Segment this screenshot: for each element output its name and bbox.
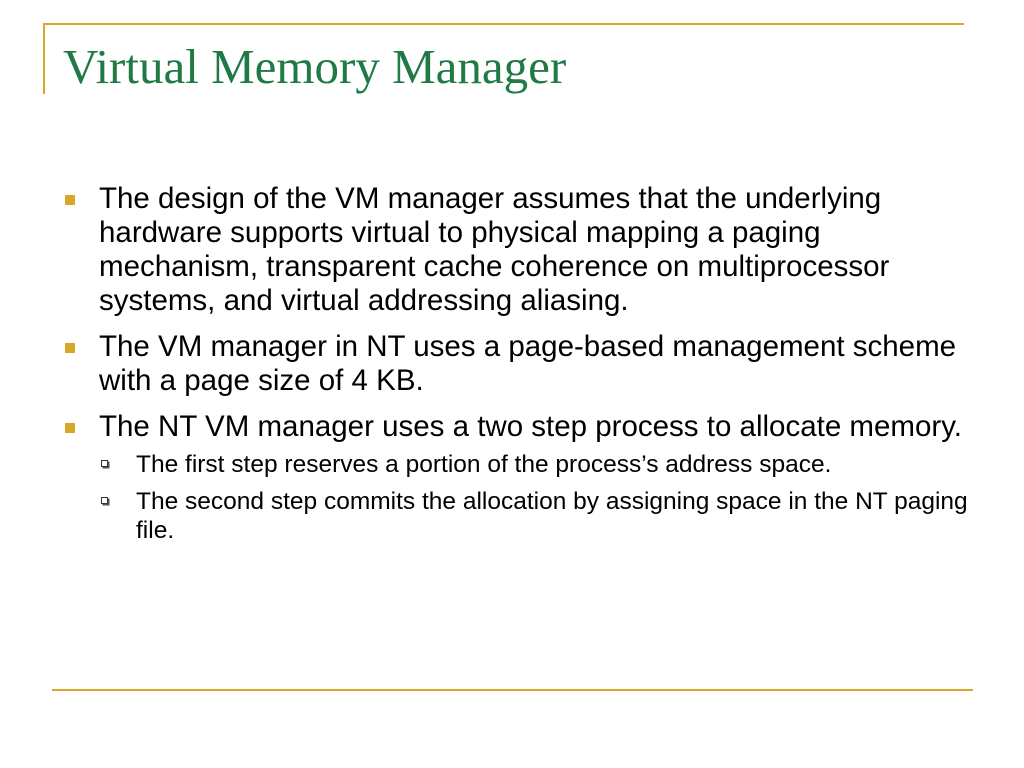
- bullet-item: The design of the VM manager assumes tha…: [62, 182, 972, 318]
- square-bullet-icon: [65, 343, 75, 353]
- frame-bottom-line: [52, 689, 973, 691]
- sub-bullet-item: The second step commits the allocation b…: [99, 487, 972, 545]
- slide-title: Virtual Memory Manager: [63, 39, 567, 94]
- sub-bullet-text: The first step reserves a portion of the…: [136, 451, 832, 478]
- bullet-item: The VM manager in NT uses a page-based m…: [62, 330, 972, 398]
- frame-left-line: [43, 23, 45, 94]
- hollow-square-bullet-icon: [101, 460, 108, 467]
- bullet-text: The NT VM manager uses a two step proces…: [99, 410, 962, 443]
- bullet-list: The design of the VM manager assumes tha…: [62, 182, 972, 545]
- bullet-text: The design of the VM manager assumes tha…: [99, 182, 890, 317]
- sub-bullet-list: The first step reserves a portion of the…: [99, 450, 972, 545]
- square-bullet-icon: [65, 423, 75, 433]
- sub-bullet-text: The second step commits the allocation b…: [136, 488, 968, 544]
- square-bullet-icon: [65, 195, 75, 205]
- slide-content: The design of the VM manager assumes tha…: [62, 182, 972, 557]
- bullet-item: The NT VM manager uses a two step proces…: [62, 410, 972, 545]
- hollow-square-bullet-icon: [101, 497, 108, 504]
- bullet-text: The VM manager in NT uses a page-based m…: [99, 330, 957, 397]
- sub-bullet-item: The first step reserves a portion of the…: [99, 450, 972, 479]
- frame-top-line: [43, 23, 964, 25]
